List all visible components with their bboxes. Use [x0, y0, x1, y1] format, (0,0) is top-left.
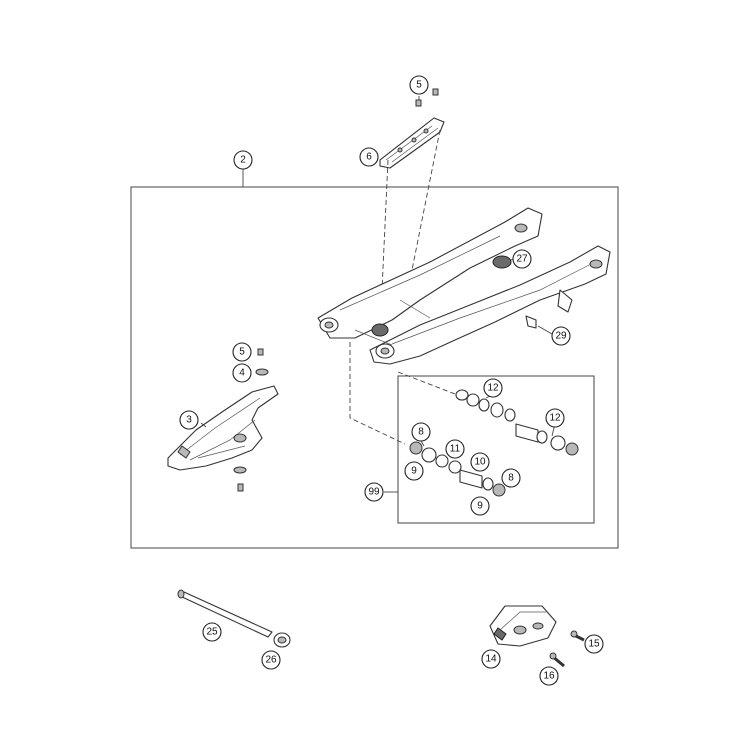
- dash-guide-right: [409, 129, 441, 281]
- dash-pivot: [349, 342, 406, 445]
- swingarm: [317, 207, 611, 365]
- callout-12b: 12: [545, 408, 565, 428]
- callout-5-left-label: 5: [239, 347, 245, 358]
- callout-2: 2: [233, 150, 253, 170]
- washer-lower: [233, 466, 247, 474]
- callout-11-label: 11: [450, 444, 461, 455]
- callout-9b: 9: [470, 496, 490, 516]
- callout-8b-label: 8: [508, 473, 514, 484]
- pad-27: [492, 255, 512, 269]
- callout-25: 25: [202, 622, 222, 642]
- screw-left: [257, 348, 264, 356]
- callout-10: 10: [470, 452, 490, 472]
- callout-8a: 8: [411, 422, 431, 442]
- bearing-kit-frame: [397, 375, 595, 524]
- callout-29: 29: [551, 326, 571, 346]
- callout-3-label: 3: [186, 415, 192, 426]
- callout-99-label: 99: [368, 487, 380, 498]
- callout-6: 6: [359, 147, 379, 167]
- callout-6-label: 6: [366, 152, 372, 163]
- callout-5-top-label: 5: [416, 80, 422, 91]
- callout-14-label: 14: [485, 654, 497, 665]
- chain-slider: [167, 385, 279, 471]
- bearing-set-lower: [409, 441, 506, 497]
- callout-99: 99: [364, 482, 384, 502]
- callout-4-label: 4: [239, 368, 245, 379]
- screws-upper: [415, 88, 439, 107]
- callout-5-left: 5: [232, 342, 252, 362]
- callout-9a: 9: [404, 461, 424, 481]
- callout-12b-label: 12: [549, 413, 561, 424]
- dash-pivot-2: [397, 371, 456, 395]
- callout-27-label: 27: [516, 254, 528, 265]
- swingarm-assembly-frame: [130, 186, 619, 549]
- callout-29-label: 29: [555, 331, 567, 342]
- chain-guide-upper: [379, 117, 445, 169]
- callout-9b-label: 9: [477, 501, 483, 512]
- axle-nut: [273, 632, 291, 648]
- callout-5-top: 5: [409, 75, 429, 95]
- callout-8b: 8: [501, 468, 521, 488]
- leader-3: [200, 422, 207, 428]
- callout-16-label: 16: [543, 671, 555, 682]
- callout-10-label: 10: [474, 457, 486, 468]
- leader-29: [537, 325, 553, 335]
- callout-26-label: 26: [265, 655, 277, 666]
- chain-guide-lower: [489, 605, 557, 647]
- bearing-set-upper: [455, 389, 579, 456]
- callout-3: 3: [179, 410, 199, 430]
- callout-8a-label: 8: [418, 427, 424, 438]
- callout-15-label: 15: [588, 639, 600, 650]
- bolt-16: [549, 652, 565, 668]
- callout-2-label: 2: [240, 155, 246, 166]
- screw-lower: [237, 483, 244, 492]
- bolt-15: [570, 630, 585, 642]
- callout-25-label: 25: [206, 627, 218, 638]
- callout-15: 15: [584, 634, 604, 654]
- callout-16: 16: [539, 666, 559, 686]
- callout-11: 11: [445, 439, 465, 459]
- callout-9a-label: 9: [411, 466, 417, 477]
- callout-12a: 12: [483, 378, 503, 398]
- dash-guide-left: [381, 159, 389, 291]
- leader-8a: [420, 440, 425, 447]
- callout-27: 27: [512, 249, 532, 269]
- callout-14: 14: [481, 649, 501, 669]
- washer-left: [255, 368, 269, 376]
- callout-26: 26: [261, 650, 281, 670]
- swingarm-axle: [177, 589, 273, 638]
- callout-4: 4: [232, 363, 252, 383]
- callout-12a-label: 12: [487, 383, 499, 394]
